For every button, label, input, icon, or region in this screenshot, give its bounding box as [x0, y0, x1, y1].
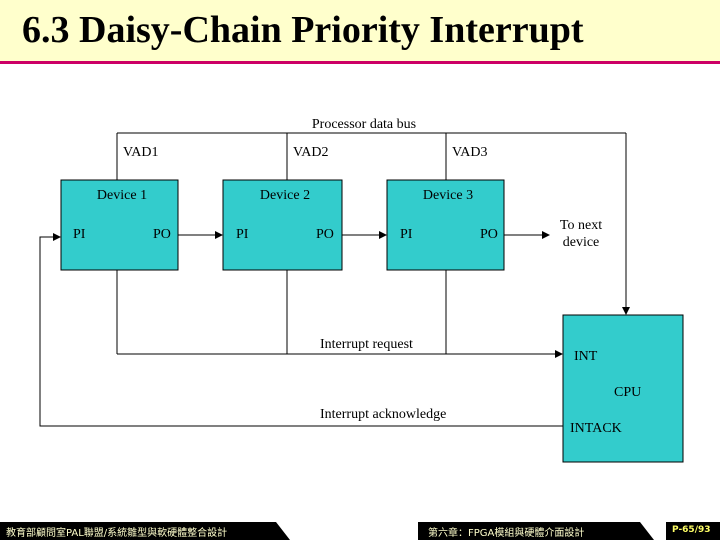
- vad3-label: VAD3: [452, 145, 488, 160]
- data-bus-label: Processor data bus: [312, 117, 416, 132]
- int-ack-line: [39, 233, 563, 427]
- footer: 教育部顧問室PAL聯盟/系統雛型與軟硬體整合設計 第六章：FPGA模組與硬體介面…: [0, 522, 720, 540]
- device-1-name: Device 1: [97, 188, 147, 203]
- device-1-pi: PI: [73, 227, 86, 242]
- device-2-pi: PI: [236, 227, 249, 242]
- cpu-int-label: INT: [574, 349, 598, 364]
- device-1-box: [60, 179, 179, 271]
- interrupt-request: Interrupt request: [116, 270, 563, 358]
- device-1: Device 1 PI PO: [60, 179, 179, 271]
- footer-left-text: 教育部顧問室PAL聯盟/系統雛型與軟硬體整合設計: [6, 528, 228, 539]
- vad1-label: VAD1: [123, 145, 159, 160]
- title-bar: 6.3 Daisy-Chain Priority Interrupt: [0, 0, 720, 62]
- footer-middle-text: 第六章：FPGA模組與硬體介面設計: [428, 528, 585, 539]
- device-3-box: [386, 179, 505, 271]
- next-device-line1: To next: [560, 218, 602, 233]
- cpu-intack-label: INTACK: [570, 421, 622, 436]
- footer-page-tab: P-65/93: [666, 522, 720, 540]
- cpu: INT CPU INTACK: [562, 314, 684, 463]
- int-req-label: Interrupt request: [320, 337, 413, 352]
- device-2-name: Device 2: [260, 188, 310, 203]
- int-ack-label: Interrupt acknowledge: [320, 407, 446, 422]
- cpu-label: CPU: [614, 385, 641, 400]
- device-2-po: PO: [316, 227, 334, 242]
- device-3-pi: PI: [400, 227, 413, 242]
- page-number: P-65/93: [672, 525, 711, 535]
- device-3: Device 3 PI PO: [386, 179, 505, 271]
- data-bus: Processor data bus: [117, 115, 630, 315]
- slide-title: 6.3 Daisy-Chain Priority Interrupt: [22, 9, 584, 51]
- device-1-po: PO: [153, 227, 171, 242]
- cpu-box: [562, 314, 684, 463]
- vad2-label: VAD2: [293, 145, 329, 160]
- device-2-box: [222, 179, 343, 271]
- priority-chain: To next device: [178, 218, 602, 250]
- footer-middle-tab: 第六章：FPGA模組與硬體介面設計: [418, 522, 654, 540]
- interrupt-acknowledge: Interrupt acknowledge: [39, 233, 563, 427]
- device-2: Device 2 PI PO: [222, 179, 343, 271]
- next-device-line2: device: [563, 235, 600, 250]
- vad-lines: VAD1 VAD2 VAD3: [116, 133, 488, 180]
- title-underline: [0, 61, 720, 64]
- footer-left-tab: 教育部顧問室PAL聯盟/系統雛型與軟硬體整合設計: [0, 522, 290, 540]
- device-3-name: Device 3: [423, 188, 473, 203]
- device-3-po: PO: [480, 227, 498, 242]
